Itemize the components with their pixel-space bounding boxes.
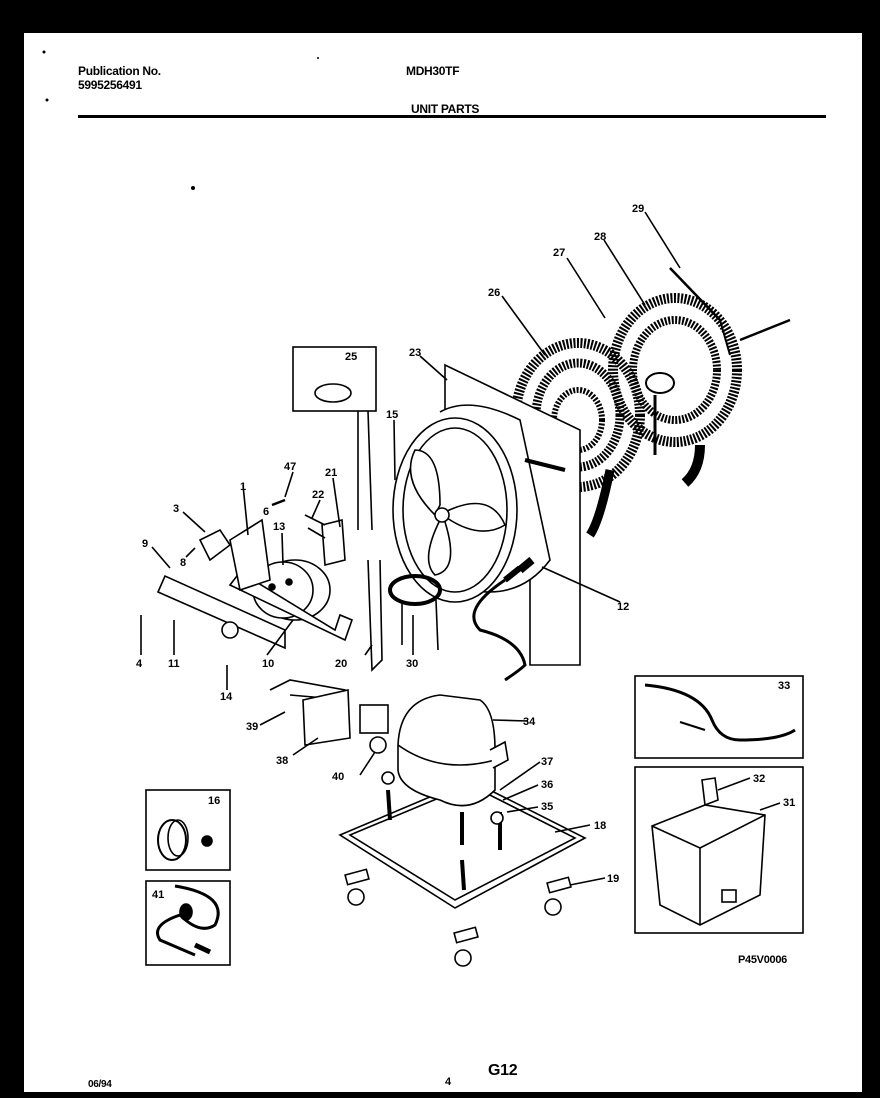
callout-39: 39 (246, 721, 258, 733)
callout-12: 12 (617, 601, 629, 613)
callout-23: 23 (409, 347, 421, 359)
callout-13: 13 (273, 521, 285, 533)
callout-25: 25 (345, 351, 357, 363)
casters (344, 868, 572, 967)
fan-shroud (392, 363, 581, 666)
header-rule (78, 115, 826, 118)
callout-27: 27 (553, 247, 565, 259)
callout-34: 34 (523, 716, 536, 728)
callout-labels: 29 28 27 26 23 25 15 47 21 22 1 6 13 3 9… (136, 203, 795, 901)
fan-blade (409, 449, 507, 576)
callout-15: 15 (386, 409, 398, 421)
callout-18: 18 (594, 820, 606, 832)
callout-30: 30 (406, 658, 418, 670)
callout-38: 38 (276, 755, 288, 767)
callout-32: 32 (753, 773, 765, 785)
callout-8: 8 (180, 557, 186, 569)
publication-number: 5995256491 (78, 78, 142, 92)
power-cord-harness-inset (634, 675, 804, 759)
mounting-bracket (367, 556, 535, 682)
callout-40: 40 (332, 771, 344, 783)
publication-label: Publication No. (78, 64, 161, 78)
callout-16: 16 (208, 795, 220, 807)
callout-11: 11 (168, 658, 180, 670)
callout-20: 20 (335, 658, 347, 670)
callout-21: 21 (325, 467, 337, 479)
compressor-assembly (338, 694, 587, 909)
footer-date: 06/94 (88, 1079, 112, 1090)
callout-10: 10 (262, 658, 274, 670)
callout-36: 36 (541, 779, 553, 791)
callout-31: 31 (783, 797, 795, 809)
callout-3: 3 (173, 503, 179, 515)
figure-id: P45V0006 (738, 954, 787, 966)
evaporator-coil (608, 267, 791, 487)
callout-9: 9 (142, 538, 148, 550)
callout-33: 33 (778, 680, 790, 692)
callout-28: 28 (594, 231, 606, 243)
callout-41: 41 (152, 889, 164, 901)
relay-overload (269, 679, 389, 754)
callout-26: 26 (488, 287, 500, 299)
page-code: G12 (488, 1062, 518, 1079)
callout-47: 47 (284, 461, 296, 473)
callout-19: 19 (607, 873, 619, 885)
footer-page-number: 4 (445, 1076, 451, 1088)
callout-35: 35 (541, 801, 553, 813)
callout-1: 1 (240, 481, 246, 493)
leader-lines (140, 211, 781, 886)
callout-29: 29 (632, 203, 644, 215)
callout-6: 6 (263, 506, 269, 518)
control-components (198, 498, 346, 592)
callout-22: 22 (312, 489, 324, 501)
section-title: UNIT PARTS (411, 102, 480, 116)
callout-14: 14 (220, 691, 233, 703)
callout-37: 37 (541, 756, 553, 768)
model-number: MDH30TF (406, 64, 460, 78)
callout-4: 4 (136, 658, 143, 670)
